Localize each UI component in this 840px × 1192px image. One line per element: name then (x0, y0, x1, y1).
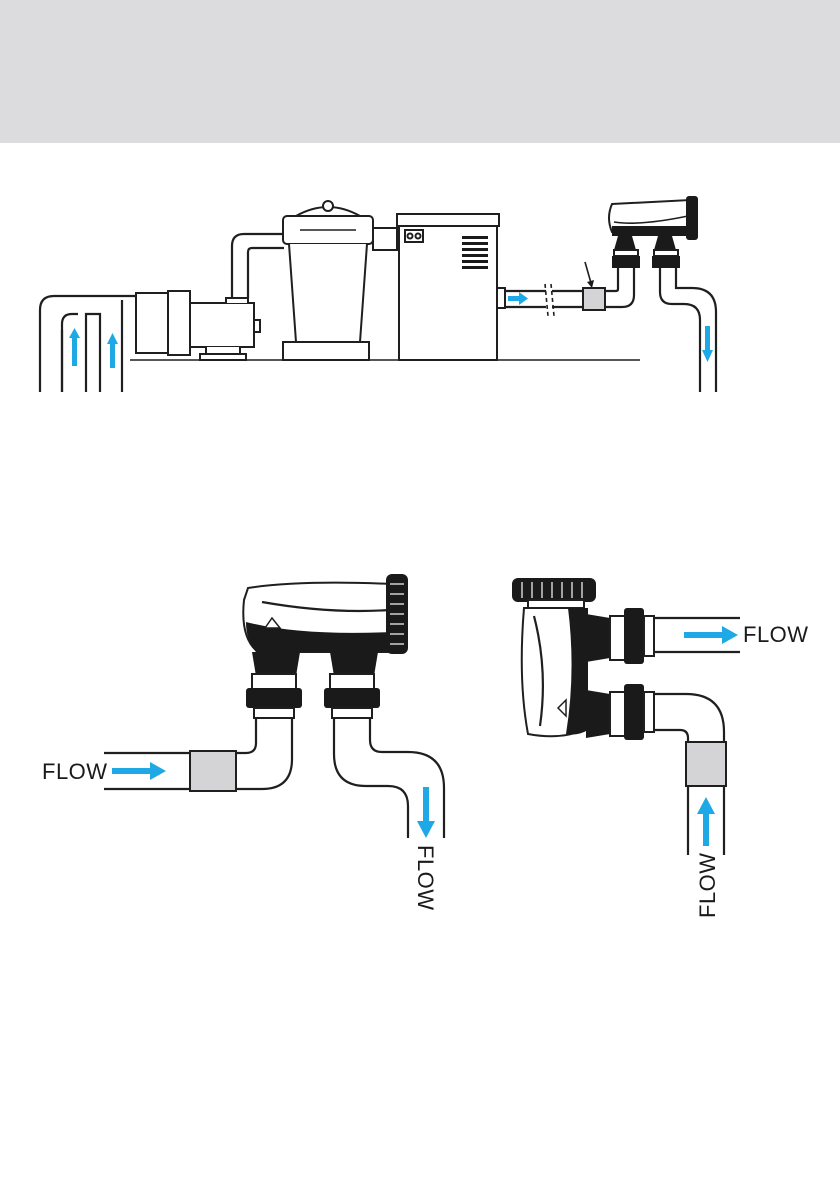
flow-in-label: FLOW (42, 759, 108, 784)
arrow-icon (519, 292, 528, 305)
return-pipe (505, 262, 634, 316)
union-nut (624, 608, 644, 664)
cell-horizontal-install (104, 574, 444, 838)
flow-out-label: FLOW (743, 622, 809, 647)
arrow-icon (508, 296, 520, 301)
pipe-sleeve (190, 751, 236, 791)
arrow-icon (69, 328, 80, 338)
pointer-line (585, 262, 591, 283)
arrow-icon (684, 632, 724, 638)
arrow-icon (702, 350, 713, 362)
filter-icon (283, 201, 397, 360)
heater-icon (397, 214, 505, 360)
arrow-icon (72, 334, 77, 366)
arrow-icon (423, 787, 429, 823)
arrow-icon (417, 821, 435, 838)
arrow-icon (705, 326, 710, 352)
union-nut (624, 684, 644, 740)
union-nut (324, 688, 380, 708)
inlet-pipes (40, 296, 136, 392)
pipe-sleeve (686, 742, 726, 786)
arrow-icon (722, 626, 738, 644)
arrow-icon (697, 797, 715, 814)
chlorinator-cell-icon (609, 196, 716, 392)
flow-out-label: FLOW (413, 845, 438, 911)
pipe-sleeve (583, 288, 605, 310)
flow-in-label: FLOW (695, 852, 720, 918)
arrow-icon (150, 762, 166, 780)
arrow-icon (703, 812, 709, 846)
pump-icon (136, 234, 284, 360)
arrow-icon (110, 342, 115, 368)
system-overview (40, 196, 716, 392)
arrow-icon (112, 768, 152, 774)
union-nut (246, 688, 302, 708)
arrow-icon (107, 333, 118, 344)
end-cap (512, 578, 596, 602)
